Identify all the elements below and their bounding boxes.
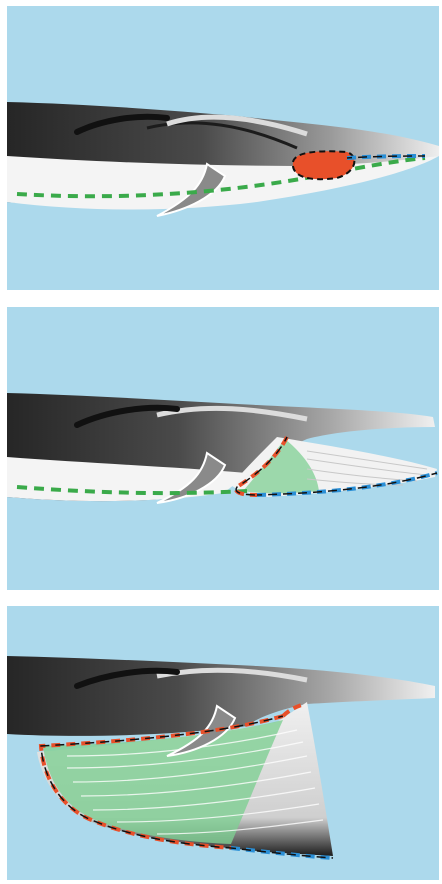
whale-opening-illustration [7, 307, 439, 590]
panel-closed-mouth [7, 6, 439, 290]
whale-closed-illustration [7, 6, 439, 290]
whale-engulfment-illustration [7, 606, 439, 880]
panel-engulfment [7, 606, 439, 880]
panel-opening-mouth [7, 307, 439, 590]
